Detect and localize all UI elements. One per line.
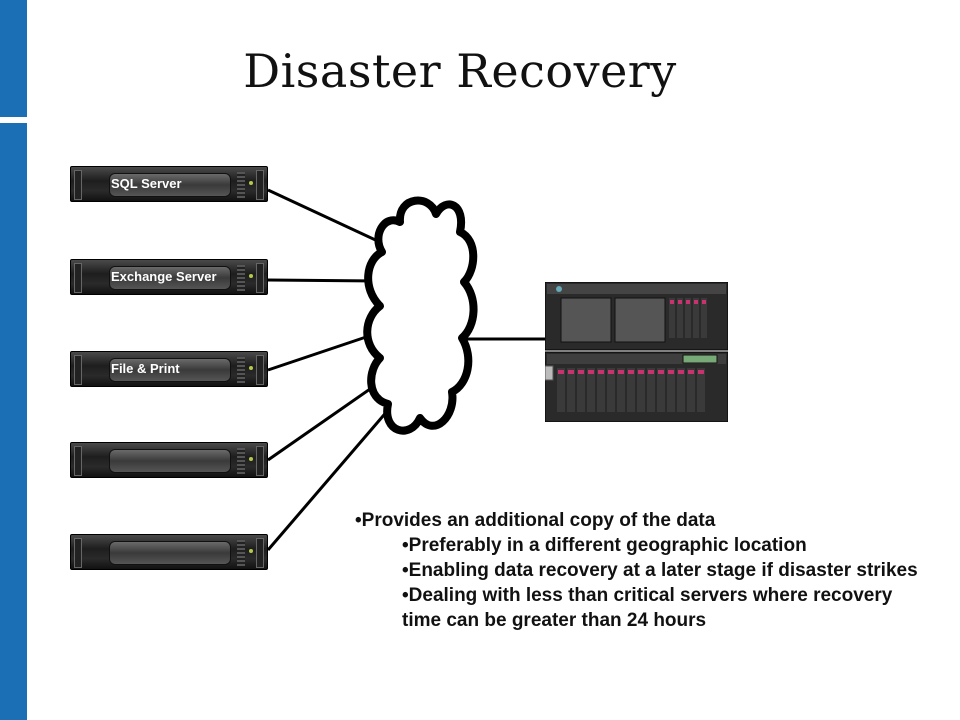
rack-server-5 (70, 534, 268, 570)
rack-server-4 (70, 442, 268, 478)
link-exchange (267, 278, 379, 283)
side-bar-top (0, 0, 27, 117)
bullet-sub-3: •Dealing with less than critical servers… (402, 585, 893, 631)
rack-server-fileprint: File & Print (70, 351, 268, 387)
status-led-icon (249, 366, 253, 370)
bullet-sub-1: •Preferably in a different geographic lo… (402, 535, 807, 556)
slide-title: Disaster Recovery (243, 44, 677, 98)
status-led-icon (249, 181, 253, 185)
link-server4 (267, 378, 384, 462)
storage-array-icon (545, 282, 728, 422)
status-led-icon (249, 274, 253, 278)
rack-server-exchange: Exchange Server (70, 259, 268, 295)
link-server5 (266, 401, 397, 551)
bullet-main: •Provides an additional copy of the data (355, 510, 716, 531)
server-label: File & Print (111, 361, 180, 376)
rack-server-sql: SQL Server (70, 166, 268, 202)
server-label: SQL Server (111, 176, 182, 191)
server-label: Exchange Server (111, 269, 217, 284)
network-cloud-icon (363, 196, 478, 435)
link-sql (267, 188, 383, 245)
side-bar-bottom (0, 123, 27, 720)
status-led-icon (249, 549, 253, 553)
bullet-list: •Provides an additional copy of the data… (355, 508, 935, 633)
bullet-sub-2: •Enabling data recovery at a later stage… (402, 560, 918, 581)
link-fileprint (267, 331, 379, 372)
status-led-icon (249, 457, 253, 461)
